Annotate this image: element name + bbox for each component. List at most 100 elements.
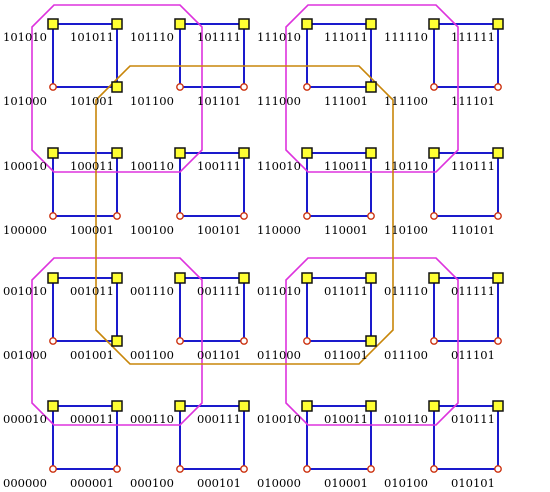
vertex-label: 011011 [324,284,368,298]
magenta-cycle-2 [285,4,459,173]
vertex-label: 001000 [3,348,47,362]
vertex-label: 011010 [257,284,301,298]
vertex-square-010011 [365,400,377,412]
vertex-circle-000000 [49,465,57,473]
vertex-label: 110000 [257,223,301,237]
vertex-circle-001100 [176,337,184,345]
vertex-circle-001000 [49,337,57,345]
vertex-label: 110100 [384,223,428,237]
vertex-label: 010000 [257,476,301,490]
vertex-square-101011 [111,18,123,30]
magenta-cycles [31,4,459,426]
vertex-square-011110 [428,272,440,284]
vertex-square-010110 [428,400,440,412]
vertex-label: 101010 [3,30,47,44]
vertex-label: 111011 [324,30,368,44]
vertex-label: 001010 [3,284,47,298]
vertex-label: 100110 [130,159,174,173]
vertex-circle-110100 [430,212,438,220]
vertex-label: 111000 [257,94,301,108]
vertex-square-110110 [428,147,440,159]
vertex-circle-011000 [303,337,311,345]
vertex-label: 101011 [70,30,114,44]
vertex-label: 011101 [451,348,495,362]
vertex-label: 000000 [3,476,47,490]
orange-cycle [95,65,394,365]
vertex-circle-100101 [240,212,248,220]
vertex-label: 110110 [384,159,428,173]
vertex-square-101110 [174,18,186,30]
vertex-label: 100001 [70,223,114,237]
vertex-square-110011 [365,147,377,159]
vertex-label: 011001 [324,348,368,362]
vertex-square-011111 [492,272,504,284]
vertex-circle-010000 [303,465,311,473]
vertex-label: 110011 [324,159,368,173]
vertex-label: 001110 [130,284,174,298]
vertex-label: 001111 [197,284,241,298]
vertex-square-110010 [301,147,313,159]
vertex-square-000010 [47,400,59,412]
vertex-square-101001 [111,81,123,93]
vertex-label: 010011 [324,412,368,426]
vertex-label: 011110 [384,284,428,298]
vertex-circle-000001 [113,465,121,473]
vertex-label: 001101 [197,348,241,362]
vertex-label: 101101 [197,94,241,108]
vertex-label: 111111 [451,30,495,44]
vertex-label: 011000 [257,348,301,362]
vertex-label: 010100 [384,476,428,490]
vertex-label: 101000 [3,94,47,108]
vertex-label: 110010 [257,159,301,173]
vertex-square-011010 [301,272,313,284]
vertex-label: 111101 [451,94,495,108]
vertex-label: 111010 [257,30,301,44]
vertex-label: 000110 [130,412,174,426]
vertex-label: 100000 [3,223,47,237]
vertex-circle-101100 [176,83,184,91]
vertex-label: 111001 [324,94,368,108]
vertex-label: 100011 [70,159,114,173]
vertex-square-001001 [111,335,123,347]
vertex-label: 001100 [130,348,174,362]
vertex-square-110111 [492,147,504,159]
vertices [47,18,504,473]
vertex-circle-111101 [494,83,502,91]
vertex-square-010111 [492,400,504,412]
vertex-label: 110101 [451,223,495,237]
vertex-square-101111 [238,18,250,30]
vertex-label: 010111 [451,412,495,426]
vertex-square-100111 [238,147,250,159]
vertex-square-001111 [238,272,250,284]
vertex-label: 010010 [257,412,301,426]
magenta-cycle-3 [31,257,203,426]
vertex-square-100011 [111,147,123,159]
vertex-circle-111100 [430,83,438,91]
vertex-circle-000101 [240,465,248,473]
vertex-square-111010 [301,18,313,30]
vertex-label: 111110 [384,30,428,44]
vertex-label: 000100 [130,476,174,490]
vertex-square-010010 [301,400,313,412]
vertex-square-111011 [365,18,377,30]
vertex-circle-010001 [367,465,375,473]
vertex-circle-001101 [240,337,248,345]
vertex-circle-100001 [113,212,121,220]
vertex-square-001011 [111,272,123,284]
vertex-circle-111000 [303,83,311,91]
vertex-label: 000010 [3,412,47,426]
vertex-label: 000101 [197,476,241,490]
vertex-label: 101110 [130,30,174,44]
vertex-label: 111100 [384,94,428,108]
vertex-label: 000111 [197,412,241,426]
vertex-square-001110 [174,272,186,284]
orange-cycle [95,65,394,365]
vertex-label: 100010 [3,159,47,173]
vertex-label: 100100 [130,223,174,237]
vertex-circle-100000 [49,212,57,220]
vertex-square-100110 [174,147,186,159]
cube-edges [52,23,499,470]
magenta-cycle-1 [31,4,203,173]
vertex-label: 100111 [197,159,241,173]
vertex-label: 100101 [197,223,241,237]
